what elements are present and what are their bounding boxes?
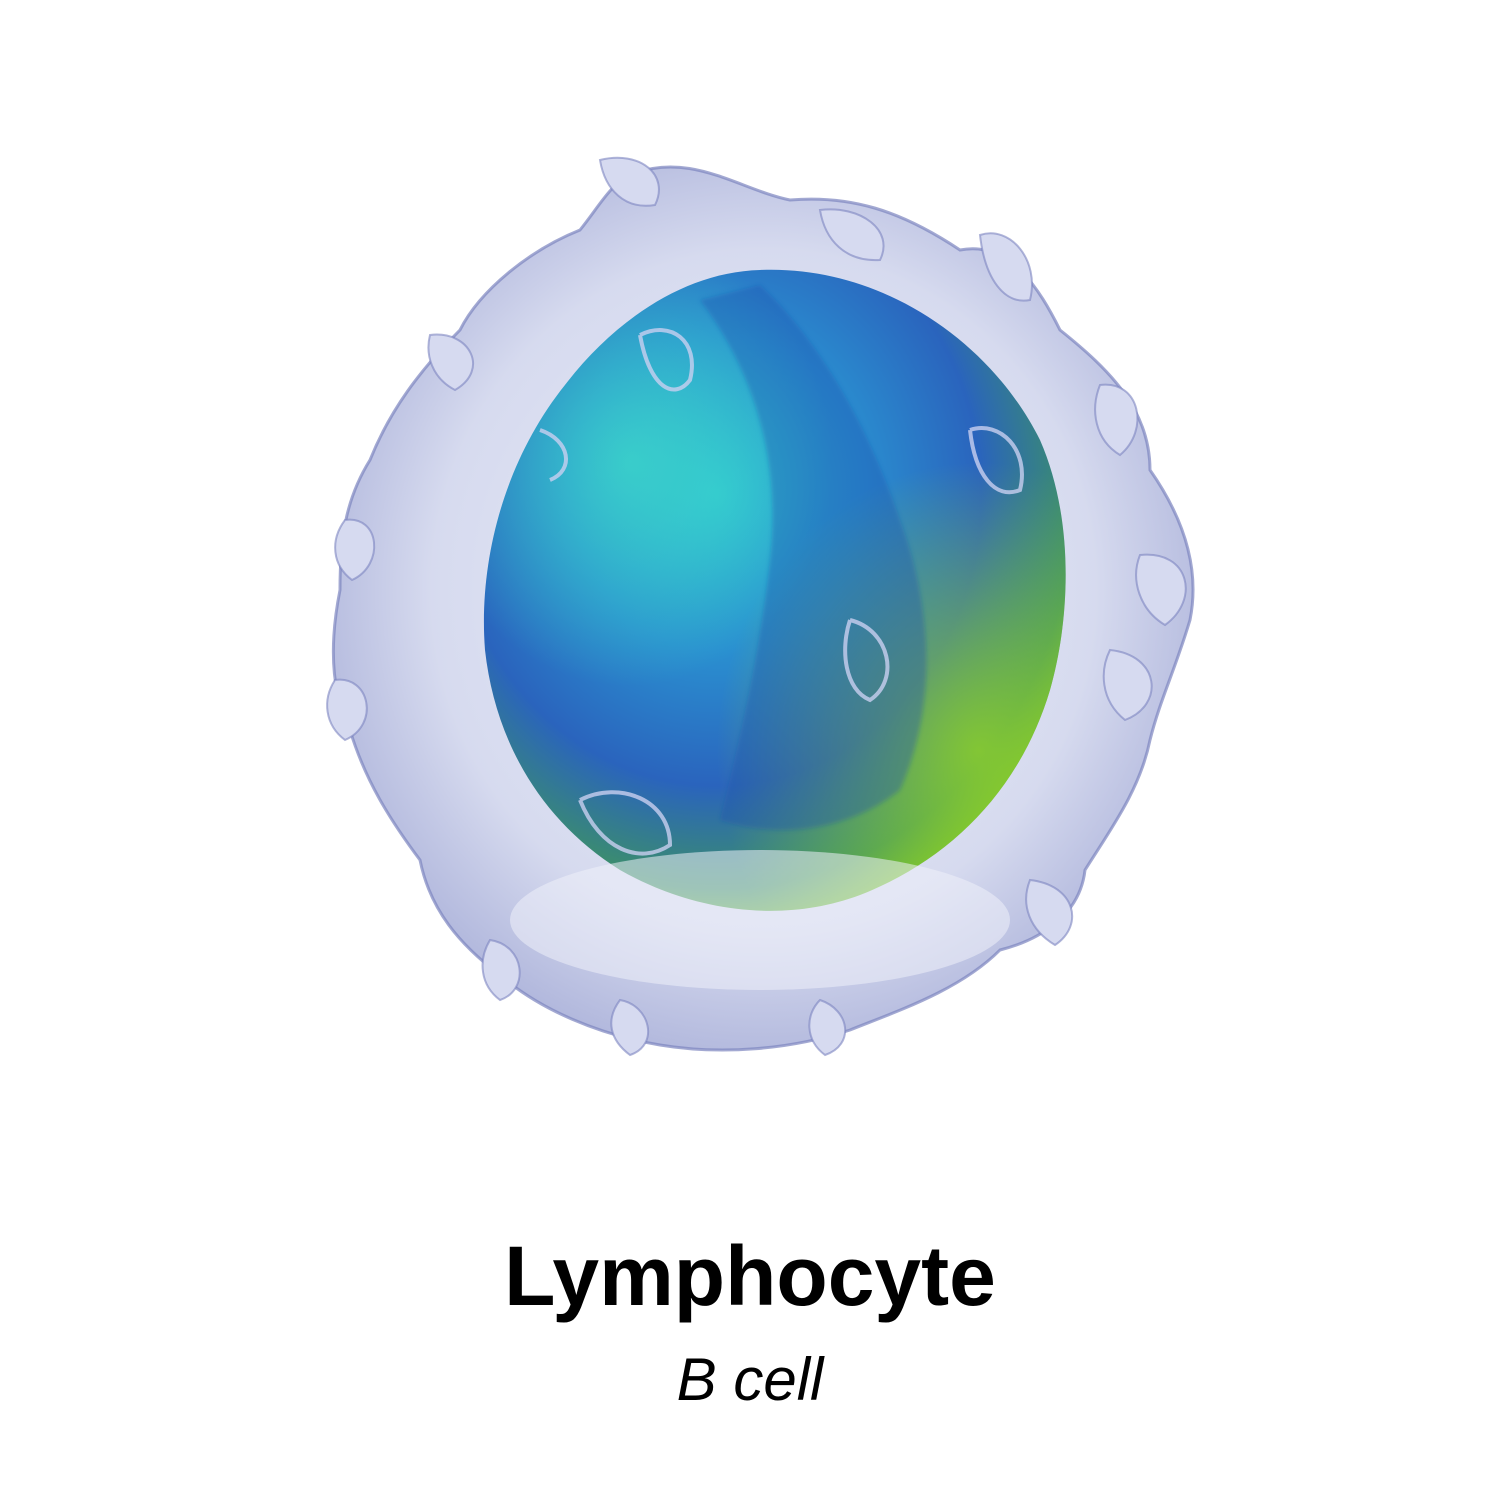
cell-nucleus	[483, 269, 1066, 911]
caption-title: Lymphocyte	[504, 1229, 996, 1323]
membrane-lower-highlight	[510, 850, 1010, 990]
lymphocyte-illustration	[326, 156, 1195, 1057]
membrane-folds	[539, 328, 1024, 856]
caption-subtitle: B cell	[676, 1346, 824, 1413]
